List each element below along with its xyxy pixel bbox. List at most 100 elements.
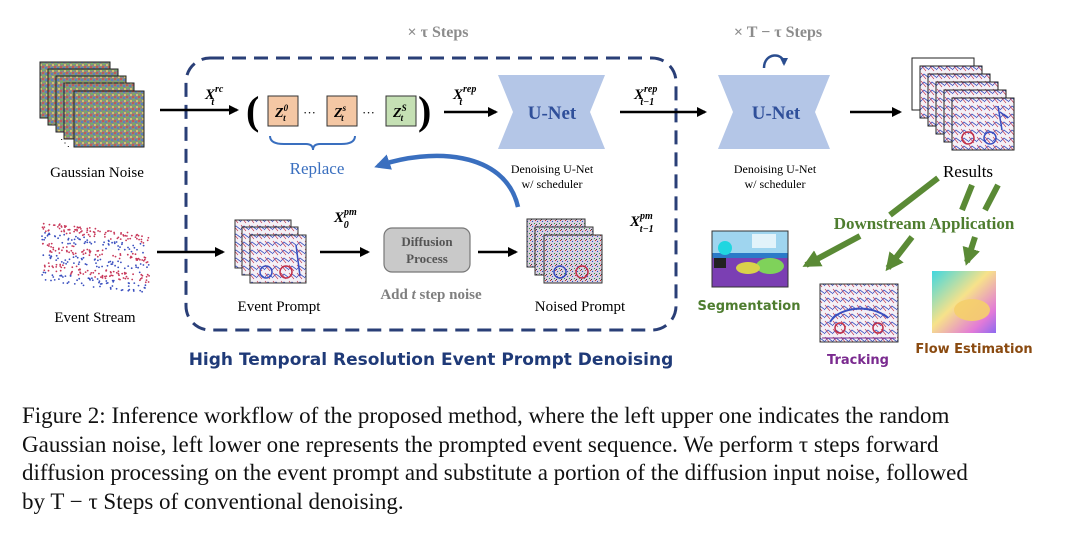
green-arrow-track-top [982, 183, 1001, 212]
event-point [117, 248, 120, 251]
event-point [111, 274, 114, 277]
event-point [116, 237, 119, 240]
event-point [76, 229, 78, 232]
event-point [63, 229, 65, 232]
event-point [141, 277, 143, 279]
event-point [75, 255, 77, 258]
event-point [108, 244, 110, 246]
event-point [74, 252, 77, 255]
segmentation-image [711, 230, 789, 288]
event-stream-label: Event Stream [54, 310, 136, 326]
event-point [110, 263, 113, 266]
event-point [72, 256, 75, 259]
event-point [79, 226, 81, 229]
noised-prompt-stack [526, 218, 603, 284]
event-point [94, 233, 96, 236]
event-point [41, 242, 44, 245]
event-point [132, 273, 135, 276]
tracking-image [819, 283, 899, 343]
event-point [96, 278, 99, 280]
event-point [55, 259, 58, 261]
event-point [58, 224, 60, 227]
event-point [86, 248, 89, 251]
event-point [90, 272, 93, 274]
caption-line-3: diffusion processing on the event prompt… [22, 460, 968, 485]
replace-arrow [374, 153, 521, 208]
event-point [65, 249, 68, 252]
event-point [126, 231, 129, 234]
event-point [136, 248, 138, 251]
event-point [139, 242, 142, 245]
event-point [86, 269, 89, 272]
event-point [77, 263, 80, 266]
event-point [109, 238, 112, 240]
event-point [138, 238, 141, 241]
event-point [138, 271, 141, 274]
event-point [142, 264, 145, 266]
event-point [83, 249, 85, 252]
event-point [46, 244, 49, 247]
event-point [146, 239, 149, 242]
event-point [83, 236, 85, 239]
event-point [104, 236, 106, 238]
event-point [107, 261, 110, 264]
green-arrow-segmentation [802, 233, 862, 268]
event-point [50, 251, 53, 254]
event-point [62, 282, 65, 284]
event-point [115, 271, 118, 274]
event-point [50, 246, 52, 248]
event-point [109, 275, 111, 278]
event-point [135, 266, 138, 268]
event-point [41, 235, 43, 238]
event-point [54, 249, 57, 252]
gaussian-noise-label: Gaussian Noise [50, 165, 144, 181]
event-point [48, 245, 50, 247]
results-stack [911, 57, 1015, 151]
event-point [115, 287, 118, 290]
event-point [93, 231, 96, 234]
event-point [50, 279, 52, 282]
event-point [119, 238, 122, 241]
event-point [86, 241, 89, 244]
event-point [52, 248, 55, 251]
event-point [111, 241, 113, 244]
flow-image [932, 271, 996, 333]
flow-estimation-label: Flow Estimation [915, 342, 1032, 357]
event-point [63, 233, 66, 236]
event-point [71, 245, 74, 247]
event-point [111, 285, 114, 287]
event-point [98, 280, 101, 282]
t-minus-tau-steps-label: × T − τ Steps [734, 24, 822, 41]
event-point [93, 241, 96, 243]
event-point [66, 282, 69, 285]
event-point [50, 242, 53, 245]
event-point [51, 274, 54, 277]
event-stream-cloud [41, 222, 151, 293]
caption-line-2: Gaussian noise, left lower one represent… [22, 431, 939, 457]
event-point [112, 254, 114, 257]
event-point [130, 256, 133, 259]
event-point [84, 252, 87, 255]
event-point [86, 229, 89, 232]
event-point [62, 246, 65, 249]
event-point [98, 266, 100, 269]
event-prompt-stack [234, 219, 307, 284]
event-point [89, 250, 92, 253]
event-point [137, 266, 140, 269]
event-point [105, 275, 108, 277]
event-point [67, 242, 69, 245]
unet-label-1: U-Net [528, 103, 577, 124]
caption-line-1: Figure 2: Inference workflow of the prop… [22, 403, 950, 428]
event-point [76, 228, 78, 231]
event-point [95, 265, 98, 268]
event-point [58, 278, 60, 280]
event-point [49, 250, 51, 253]
event-point [111, 261, 114, 264]
event-point [74, 229, 77, 231]
event-point [143, 258, 146, 261]
event-point [89, 235, 91, 238]
event-point [127, 238, 129, 240]
unet-shape-1 [498, 75, 605, 149]
